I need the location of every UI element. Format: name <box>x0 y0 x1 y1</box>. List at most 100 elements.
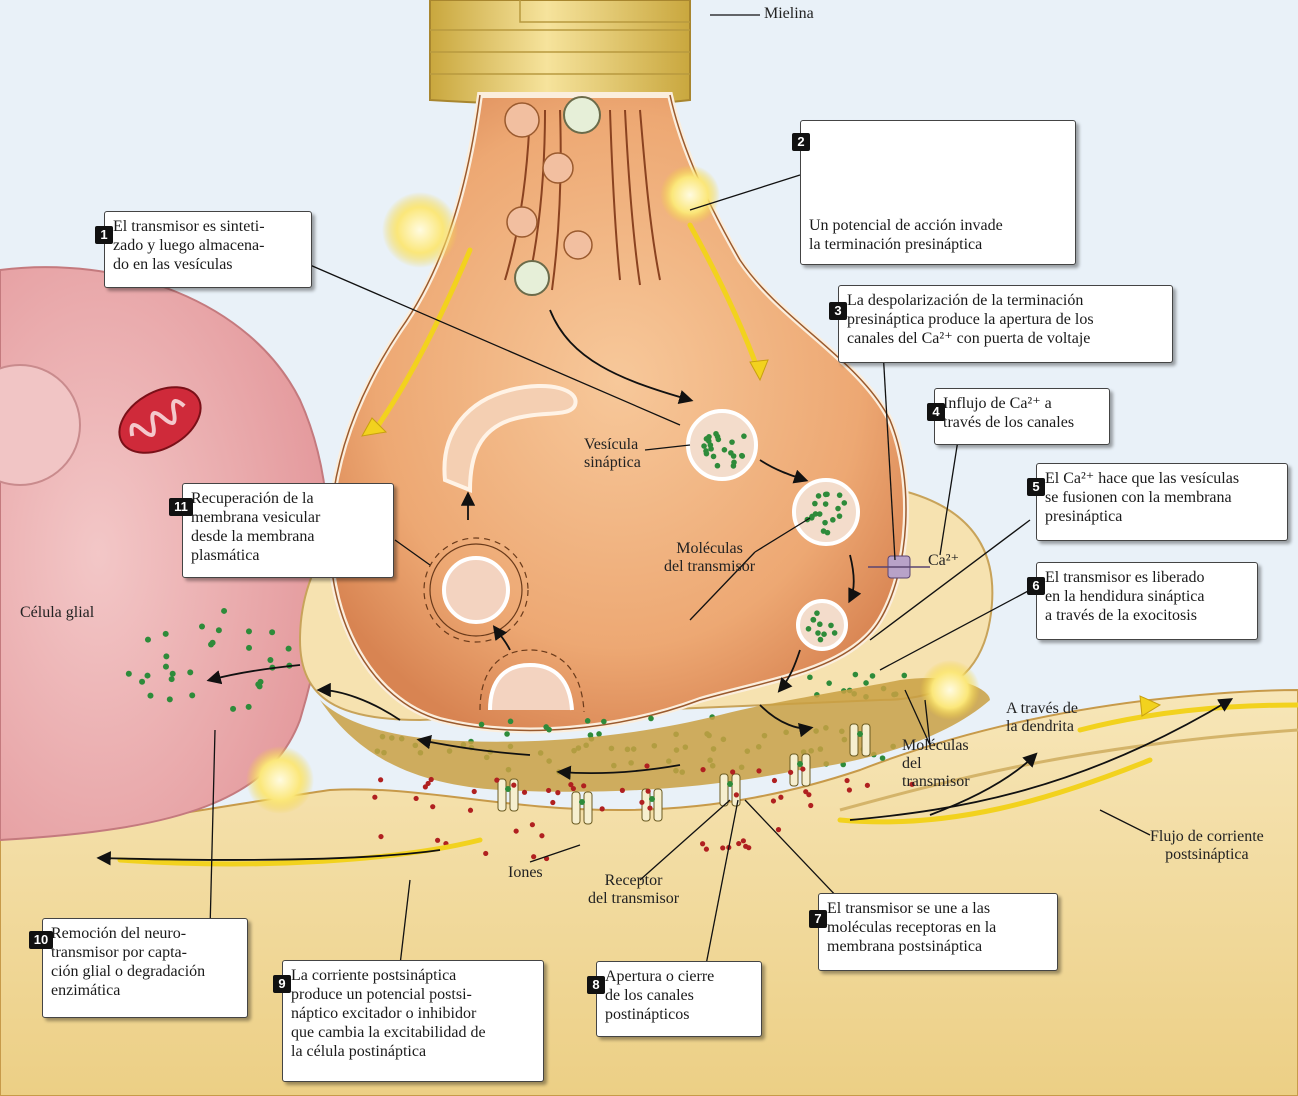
molecule-dot <box>808 802 814 809</box>
step-box-9: 9 La corriente postsináptica produce un … <box>273 960 544 1082</box>
molecule-dot <box>378 833 384 840</box>
molecule-dot <box>198 623 205 630</box>
molecule-dot <box>568 782 574 788</box>
receptor-channel <box>849 723 871 757</box>
molecule-dot <box>644 763 650 769</box>
molecule-dot <box>820 528 827 534</box>
molecule-dot <box>513 828 519 834</box>
molecule-dot <box>230 705 237 712</box>
label-flujo: Flujo de corriente postsináptica <box>1150 828 1264 863</box>
molecule-dot <box>648 715 654 722</box>
molecule-dot <box>826 680 832 686</box>
step-text-7: El transmisor se une a las moléculas rec… <box>827 900 997 955</box>
molecule-dot <box>814 610 820 616</box>
molecule-dot <box>713 430 719 437</box>
molecule-dot <box>822 519 828 526</box>
molecule-dot <box>869 673 876 679</box>
molecule-dot <box>245 628 252 635</box>
molecule-dot <box>581 783 587 789</box>
molecule-dot <box>471 788 477 795</box>
molecule-dot <box>775 827 782 833</box>
step-number-3: 3 <box>829 302 847 320</box>
coated-vesicle <box>423 537 529 643</box>
molecule-dot <box>267 657 274 664</box>
receptor-channel <box>789 753 811 787</box>
molecule-dot <box>584 718 591 724</box>
molecule-dot <box>699 841 706 847</box>
molecule-dot <box>413 795 419 802</box>
molecule-dot <box>815 493 822 499</box>
molecule-dot <box>771 777 778 784</box>
step-box-8: 8 Apertura o cierre de los canales posti… <box>587 961 762 1037</box>
molecule-dot <box>645 788 651 794</box>
molecule-dot <box>828 622 834 629</box>
molecule-dot <box>901 672 908 679</box>
molecule-dot <box>805 626 812 632</box>
molecule-dot <box>879 755 886 761</box>
molecule-dot <box>800 766 806 772</box>
molecule-dot <box>187 669 194 676</box>
step-number-7: 7 <box>809 910 827 928</box>
molecule-dot <box>162 663 169 670</box>
label-ca: Ca²⁺ <box>928 552 960 569</box>
step-text-10: Remoción del neuro- transmisor por capta… <box>51 925 206 999</box>
molecule-dot <box>729 439 735 445</box>
molecule-dot <box>467 807 474 813</box>
molecule-dot <box>770 798 777 804</box>
molecule-dot <box>570 785 576 792</box>
step-box-10: 10 Remoción del neuro- transmisor por ca… <box>29 918 248 1018</box>
molecule-dot <box>422 784 428 790</box>
label-receptor: Receptor del transmisor <box>588 872 680 907</box>
step-number-1: 1 <box>95 226 113 244</box>
molecule-dot <box>428 776 434 783</box>
molecule-dot <box>812 500 818 507</box>
step-text-3: La despolarización de la terminación pre… <box>847 292 1094 347</box>
molecule-dot <box>511 782 517 788</box>
label-dendrita: A través de la dendrita <box>1006 700 1078 735</box>
step-number-4: 4 <box>927 403 945 421</box>
label-celula-glial: Célula glial <box>20 604 95 621</box>
molecule-dot <box>166 696 173 703</box>
calcium-channel <box>868 555 930 579</box>
step-number-10: 10 <box>29 931 53 949</box>
molecule-dot <box>830 517 836 523</box>
molecule-dot <box>619 787 625 793</box>
molecule-dot <box>756 768 762 774</box>
molecule-dot <box>736 840 742 847</box>
molecule-dot <box>803 789 809 795</box>
molecule-dot <box>221 607 228 614</box>
synaptic-cleft <box>320 678 990 792</box>
molecule-dot <box>817 636 824 643</box>
molecule-dot <box>144 636 151 643</box>
step-text-4: Influjo de Ca²⁺ a través de los canales <box>943 395 1075 431</box>
molecule-dot <box>531 854 537 860</box>
step-number-5: 5 <box>1027 478 1045 496</box>
molecule-dot <box>844 777 850 784</box>
step-box-11: 11 Recuperación de la membrana vesicular… <box>169 483 394 578</box>
step-box-3: 3 La despolarización de la terminación p… <box>829 285 1173 363</box>
neurofilaments <box>504 109 661 291</box>
molecule-dot <box>740 838 746 844</box>
molecule-dot <box>864 782 870 788</box>
leader-lines <box>209 14 1151 971</box>
molecule-dot <box>144 672 151 679</box>
molecule-dot <box>245 703 252 710</box>
molecule-dot <box>816 511 823 517</box>
receptor-channel <box>497 778 519 812</box>
step-number-11: 11 <box>169 498 193 516</box>
molecule-dot <box>168 676 175 683</box>
molecule-dot <box>189 692 196 699</box>
step-box-7: 7 El transmisor se une a las moléculas r… <box>809 893 1058 971</box>
molecule-dot <box>378 777 384 783</box>
step-text-2: Un potencial de acción invade la termina… <box>809 217 1003 253</box>
flow-arrows <box>96 309 1234 866</box>
molecule-dot <box>507 718 514 725</box>
molecule-dot <box>863 680 869 686</box>
molecule-dot <box>209 639 216 646</box>
label-mielina: Mielina <box>764 5 814 22</box>
molecule-dot <box>601 718 607 725</box>
depolarization-flashes <box>246 165 980 814</box>
mitochondrion <box>118 386 202 454</box>
step-text-6: El transmisor es liberado en la hendidur… <box>1045 569 1205 624</box>
molecule-dot <box>125 670 132 677</box>
